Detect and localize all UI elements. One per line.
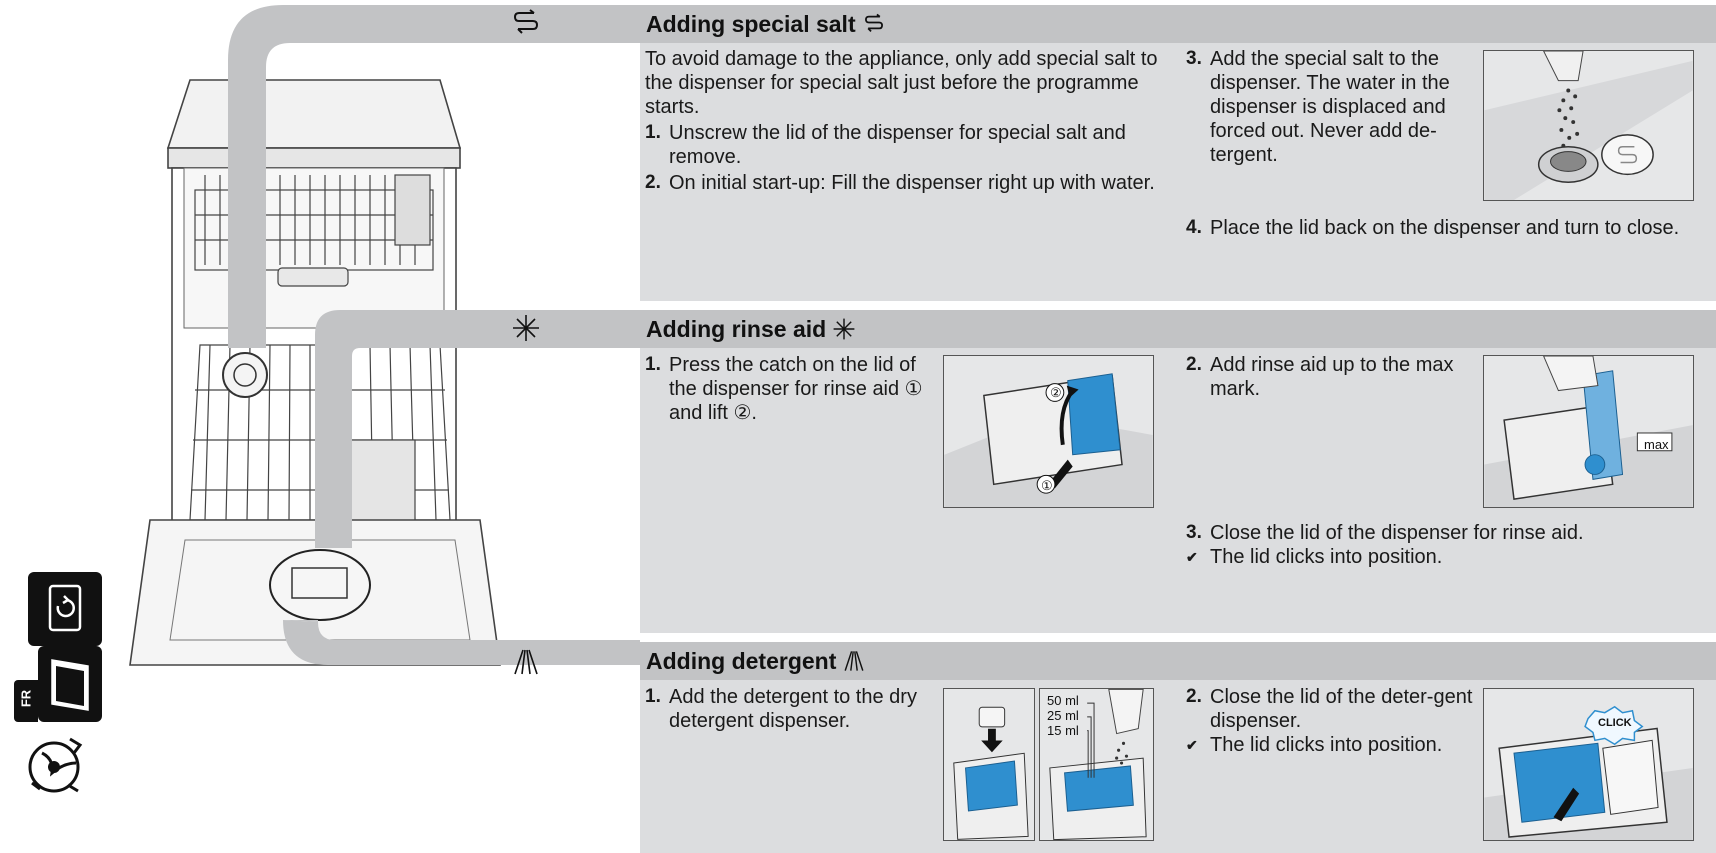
click-label: CLICK [1598, 717, 1632, 729]
step-number: 4. [1186, 217, 1202, 238]
salt-step-1: 1. Unscrew the lid of the dispenser for … [645, 121, 1155, 169]
check-icon: ✔ [1186, 549, 1198, 565]
rinse-open-illustration: ② ① [943, 355, 1154, 508]
rinse-step-2: 2. Add rinse aid up to the max mark. [1186, 353, 1476, 401]
salt-title-icon [864, 13, 883, 32]
salt-title-text: Adding special salt [646, 10, 856, 37]
check-icon: ✔ [1186, 737, 1198, 753]
detergent-step-1: 1. Add the detergent to the dry detergen… [645, 685, 925, 733]
ml-15-label: 15 ml [1047, 723, 1079, 738]
step-number: 2. [1186, 354, 1202, 375]
step-number: 2. [1186, 686, 1202, 707]
detergent-title-icon [844, 651, 864, 671]
salt-step-3: 3. Add the special salt to the dispenser… [1186, 47, 1482, 166]
rinse-result: ✔ The lid clicks into position. [1186, 545, 1686, 569]
salt-symbol-icon [513, 9, 539, 34]
salt-step-4: 4. Place the lid back on the dispenser a… [1186, 216, 1686, 264]
salt-fill-illustration [1483, 50, 1694, 201]
step-text: Close the lid of the dispenser for rinse… [1210, 522, 1584, 544]
marker-2-label: ② [1050, 385, 1062, 400]
side-tab: FR [14, 572, 102, 722]
rinse-step-3: 3. Close the lid of the dispenser for ri… [1186, 521, 1686, 545]
step-text: On initial start-up: Fill the dispenser … [669, 172, 1155, 194]
booklet-icon [38, 646, 102, 722]
step-number: 1. [645, 122, 661, 143]
ml-50-label: 50 ml [1047, 693, 1079, 708]
step-text: Add rinse aid up to the max mark. [1210, 354, 1454, 400]
rinse-title-bar [640, 310, 1716, 348]
step-text: Add the detergent to the dry detergent d… [669, 686, 917, 732]
detergent-symbol-icon [514, 649, 538, 675]
detergent-step-2: 2. Close the lid of the deter-gent dispe… [1186, 685, 1476, 733]
step-text: Unscrew the lid of the dispenser for spe… [669, 122, 1126, 168]
salt-intro: To avoid damage to the appliance, only a… [645, 48, 1158, 118]
language-tab [14, 680, 38, 722]
step-number: 1. [645, 686, 661, 707]
detergent-section-title: Adding detergent [646, 645, 866, 677]
rinse-section-title: Adding rinse aid [646, 313, 856, 345]
detergent-title-bar [640, 642, 1716, 680]
step-text: Press the catch on the lid of the dispen… [669, 354, 923, 424]
dishwasher-illustration [129, 5, 640, 666]
step-text: Place the lid back on the dispenser and … [1210, 217, 1680, 239]
ml-25-label: 25 ml [1047, 708, 1079, 723]
rinse-fill-illustration: max [1483, 355, 1694, 508]
step-number: 3. [1186, 48, 1202, 69]
rinse-step-1: 1. Press the catch on the lid of the dis… [645, 353, 925, 428]
rinse-title-icon [833, 318, 855, 340]
dispenser-icon [28, 572, 102, 646]
salt-step-2: 2. On initial start-up: Fill the dispens… [645, 171, 1155, 219]
step-number: 1. [645, 354, 661, 375]
step-number: 2. [645, 172, 661, 193]
wash-cycle-icon [28, 737, 83, 793]
salt-section-title: Adding special salt [646, 8, 886, 40]
detergent-title-text: Adding detergent [646, 647, 837, 674]
rinse-title-text: Adding rinse aid [646, 315, 827, 342]
result-text: The lid clicks into position. [1210, 546, 1443, 568]
salt-title-bar [640, 5, 1716, 43]
marker-1-label: ① [1041, 478, 1053, 493]
rinse-aid-symbol-icon [513, 315, 539, 341]
lid-close-illustration: CLICK [1483, 688, 1694, 841]
step-text: Add the special salt to the dispenser. T… [1210, 48, 1450, 166]
max-label: max [1644, 437, 1669, 452]
result-text: The lid clicks into position. [1210, 734, 1443, 756]
tablet-insert-illustration [943, 688, 1035, 841]
language-tab-label: FR [18, 689, 34, 708]
step-number: 3. [1186, 522, 1202, 543]
powder-dose-illustration: 50 ml 25 ml 15 ml [1039, 688, 1154, 841]
step-text: Close the lid of the deter-gent dispense… [1210, 686, 1473, 732]
detergent-result: ✔ The lid clicks into position. [1186, 733, 1476, 757]
